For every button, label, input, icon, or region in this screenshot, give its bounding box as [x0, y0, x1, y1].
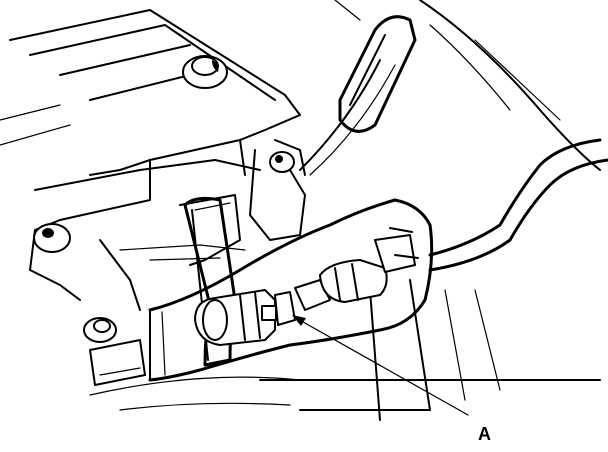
fender-panel [299, 0, 601, 176]
plug-coupling [294, 227, 419, 311]
lower-frame [29, 219, 601, 421]
wire-harness [428, 138, 608, 272]
engine-upper-bracket [0, 9, 306, 221]
lower-left-bolt [83, 317, 146, 386]
upper-hose [334, 0, 417, 133]
callout-A-leader [292, 315, 469, 416]
callout-A-label: A [478, 424, 491, 444]
connector [194, 289, 296, 346]
left-bolt [33, 223, 71, 253]
protective-sleeve [148, 198, 434, 382]
upper-bolt [182, 55, 228, 89]
bracket-bolt [269, 151, 295, 173]
